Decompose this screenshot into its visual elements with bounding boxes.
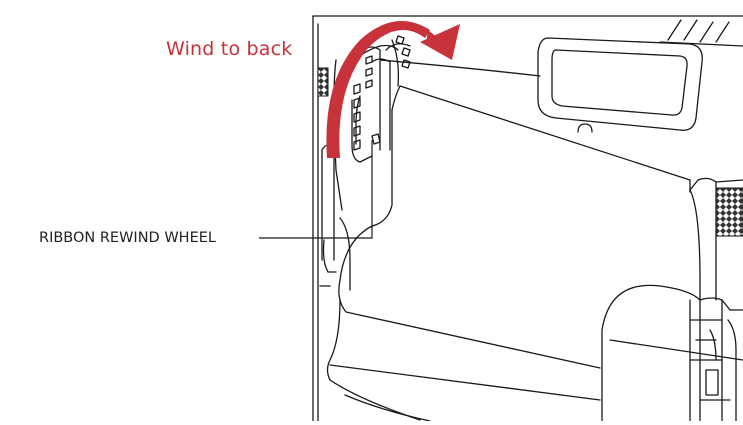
top-handle (537, 37, 703, 131)
ribbon-rewind-wheel-label: RIBBON REWIND WHEEL (39, 230, 216, 246)
grip-texture-icon (317, 67, 743, 237)
ribbon-roll (371, 85, 401, 227)
wind-to-back-label: Wind to back (166, 38, 293, 60)
leader-line (259, 140, 373, 239)
wind-arrow-icon (326, 21, 460, 159)
